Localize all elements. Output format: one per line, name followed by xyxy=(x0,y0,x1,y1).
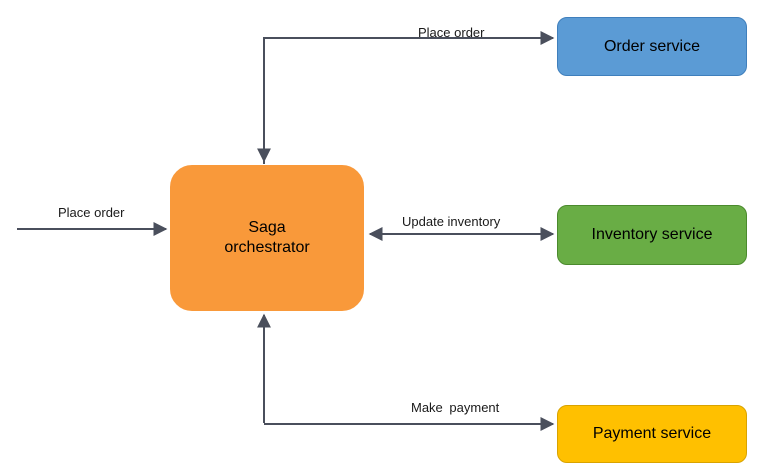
edge-label-update-inventory: Update inventory xyxy=(402,214,501,229)
edge-label-place-order-external: Place order xyxy=(58,205,125,220)
orchestrator-label-line1: Saga xyxy=(248,219,286,236)
node-saga-orchestrator[interactable]: Saga orchestrator xyxy=(170,165,364,311)
orchestrator-label-line2: orchestrator xyxy=(224,239,310,256)
node-inventory-service-label: Inventory service xyxy=(591,226,713,243)
edge-label-make-payment: Make payment xyxy=(411,400,500,415)
node-inventory-service[interactable]: Inventory service xyxy=(557,205,747,265)
node-payment-service[interactable]: Payment service xyxy=(557,405,747,463)
edge-label-place-order-top: Place order xyxy=(418,25,485,40)
node-order-service[interactable]: Order service xyxy=(557,17,747,76)
node-saga-orchestrator-label: Saga orchestrator xyxy=(224,218,309,258)
node-payment-service-label: Payment service xyxy=(592,425,712,442)
node-order-service-label: Order service xyxy=(603,37,701,55)
edge-orchestrator-to-order xyxy=(263,31,555,164)
